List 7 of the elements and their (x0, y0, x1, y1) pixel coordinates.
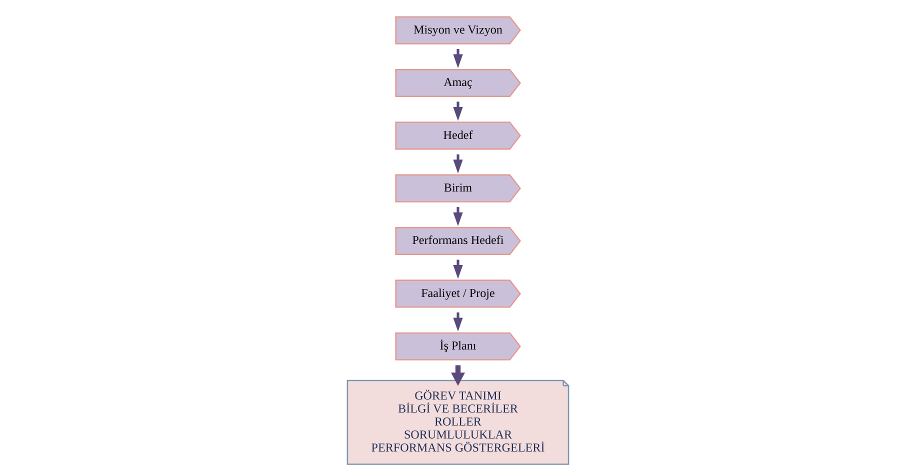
arrow (452, 154, 462, 174)
arrow (450, 365, 464, 386)
arrow (452, 260, 462, 279)
arrow (452, 102, 462, 121)
arrow (452, 207, 462, 226)
arrow (452, 312, 462, 332)
arrow (452, 48, 462, 68)
